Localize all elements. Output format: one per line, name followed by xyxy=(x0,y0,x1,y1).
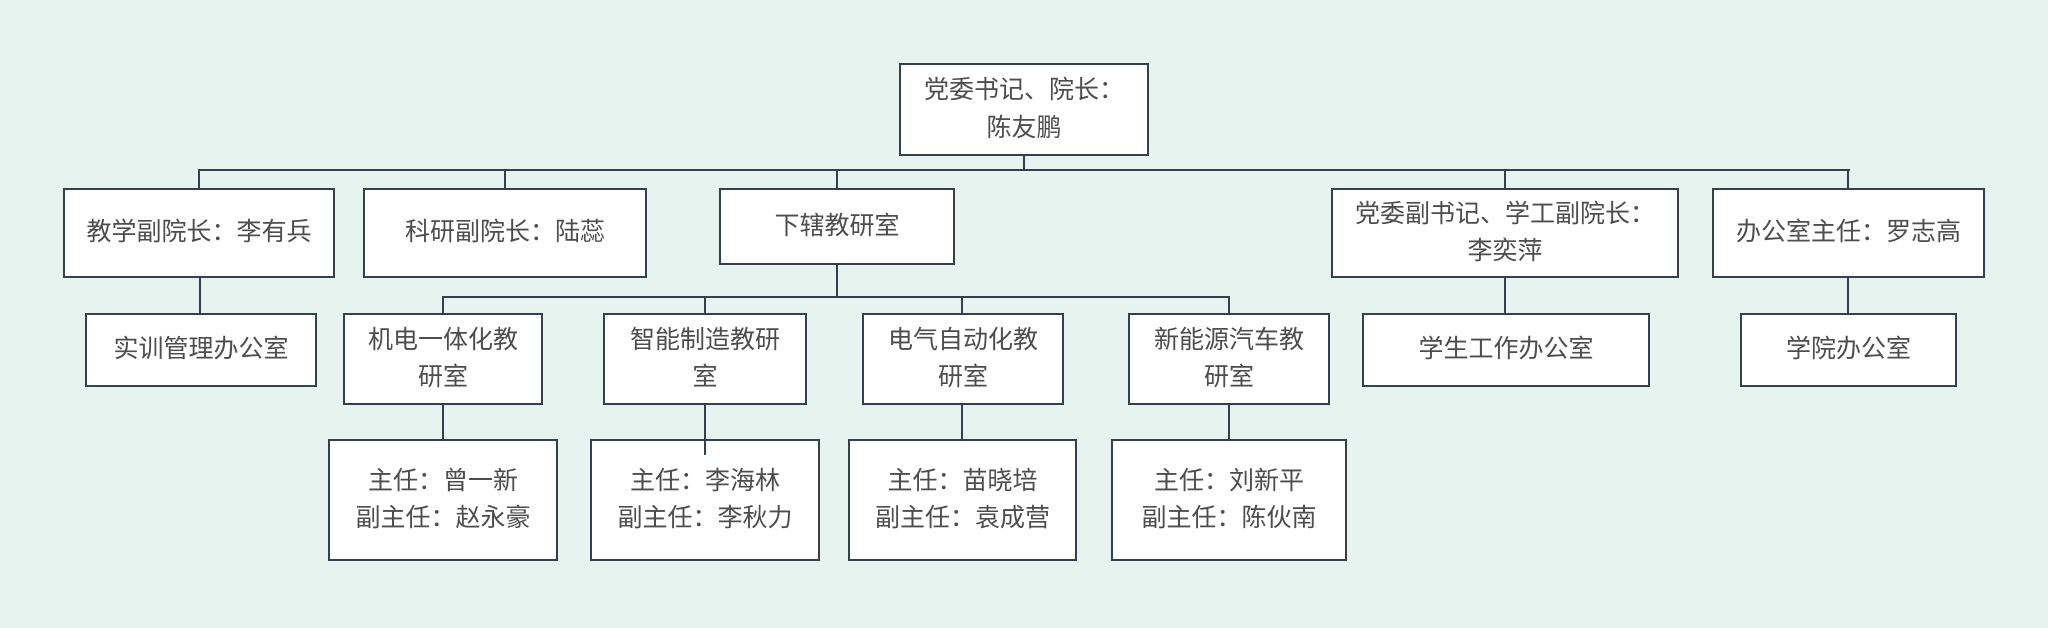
connector-line xyxy=(504,171,506,188)
connector-line xyxy=(442,405,444,439)
org-node-student-work-office: 学生工作办公室 xyxy=(1362,313,1650,387)
org-node-intelligent-mfg-dept: 智能制造教研 室 xyxy=(603,313,807,405)
connector-line xyxy=(836,171,838,188)
connector-line xyxy=(198,169,1850,171)
org-node-vp-party-student: 党委副书记、学工副院长： 李奕萍 xyxy=(1331,188,1679,278)
org-node-mechatronics-heads: 主任：曾一新 副主任：赵永豪 xyxy=(328,439,558,561)
connector-line xyxy=(1023,156,1025,171)
connector-line xyxy=(1504,278,1506,313)
connector-line xyxy=(961,298,963,313)
org-node-electrical-auto-dept: 电气自动化教 研室 xyxy=(862,313,1064,405)
connector-line xyxy=(1847,278,1849,313)
org-node-teaching-office-group: 下辖教研室 xyxy=(719,188,955,265)
connector-line xyxy=(198,171,200,188)
connector-line xyxy=(1228,405,1230,439)
connector-line xyxy=(836,265,838,298)
connector-line xyxy=(1504,171,1506,188)
connector-line xyxy=(1228,298,1230,313)
org-node-new-energy-vehicle-heads: 主任：刘新平 副主任：陈伙南 xyxy=(1111,439,1347,561)
org-node-new-energy-vehicle-dept: 新能源汽车教 研室 xyxy=(1128,313,1330,405)
org-node-mechatronics-dept: 机电一体化教 研室 xyxy=(343,313,543,405)
connector-line xyxy=(442,296,1230,298)
connector-line xyxy=(704,405,706,455)
org-node-vp-teaching: 教学副院长：李有兵 xyxy=(63,188,335,278)
connector-line xyxy=(1847,171,1849,188)
org-node-college-office: 学院办公室 xyxy=(1740,313,1957,387)
org-node-dean: 党委书记、院长： 陈友鹏 xyxy=(899,63,1149,156)
org-node-intelligent-mfg-heads: 主任：李海林 副主任：李秋力 xyxy=(590,439,820,561)
org-node-office-director: 办公室主任：罗志高 xyxy=(1712,188,1985,278)
org-node-vp-research: 科研副院长：陆蕊 xyxy=(363,188,647,278)
connector-line xyxy=(704,298,706,313)
org-node-electrical-auto-heads: 主任：苗晓培 副主任：袁成营 xyxy=(848,439,1077,561)
connector-line xyxy=(442,298,444,313)
connector-line xyxy=(199,278,201,313)
org-node-training-mgmt-office: 实训管理办公室 xyxy=(85,313,317,387)
connector-line xyxy=(961,405,963,439)
